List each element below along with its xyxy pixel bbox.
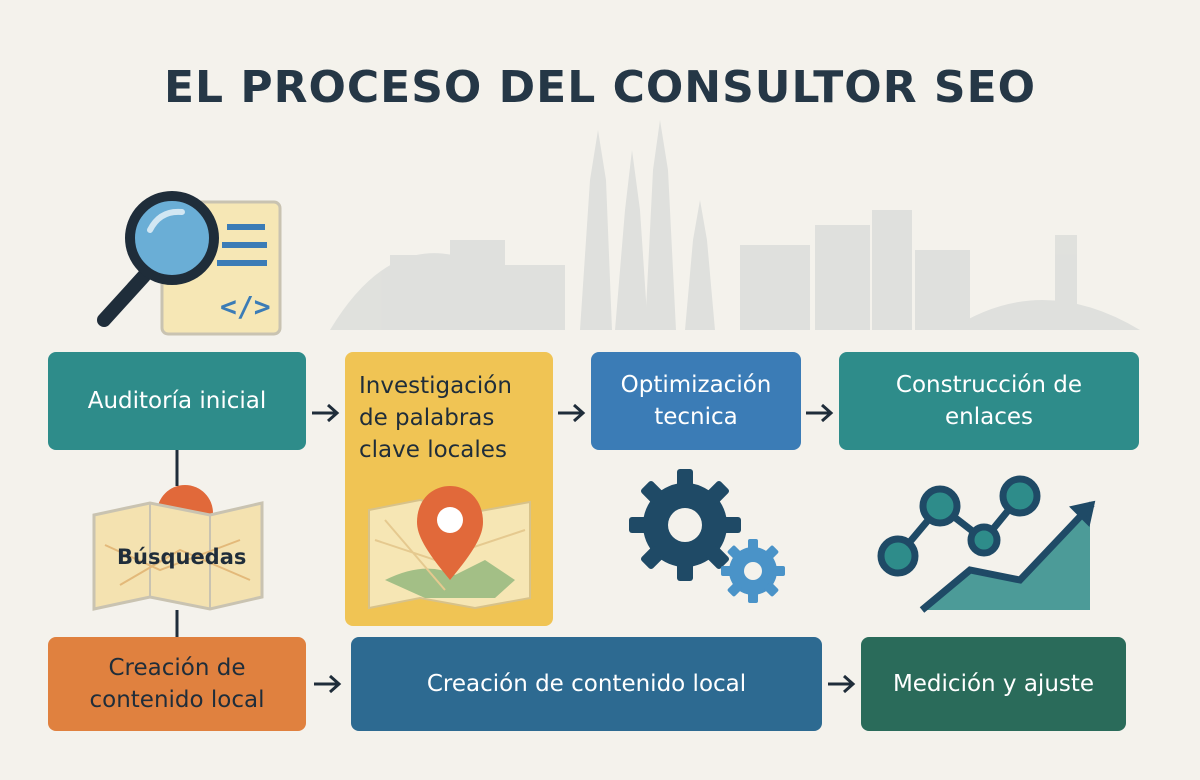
gears-icon (629, 469, 785, 603)
map-pin-icon (368, 486, 531, 610)
arrow-right-icon (314, 674, 342, 694)
left-connector-line (175, 450, 179, 640)
step-content-a: Creación de contenido local (48, 637, 306, 731)
page-title: EL PROCESO DEL CONSULTOR SEO (163, 62, 1037, 113)
step-keywords-label: Investigación de palabras clave locales (359, 373, 512, 463)
map-label: Búsquedas (117, 545, 247, 569)
growth-chart-icon (877, 475, 1096, 613)
step-links: Construcción de enlaces (839, 352, 1139, 450)
arrow-right-icon (806, 403, 834, 423)
arrow-right-icon (828, 674, 856, 694)
step-measure: Medición y ajuste (861, 637, 1126, 731)
arrow-right-icon (312, 403, 340, 423)
step-content-b: Creación de contenido local (351, 637, 822, 731)
folded-map-icon (92, 485, 264, 611)
magnifier-document-icon: </> (97, 191, 282, 336)
arrow-right-icon (558, 403, 586, 423)
svg-text:</>: </> (220, 290, 271, 323)
step-technical: Optimización tecnica (591, 352, 801, 450)
step-audit: Auditoría inicial (48, 352, 306, 450)
